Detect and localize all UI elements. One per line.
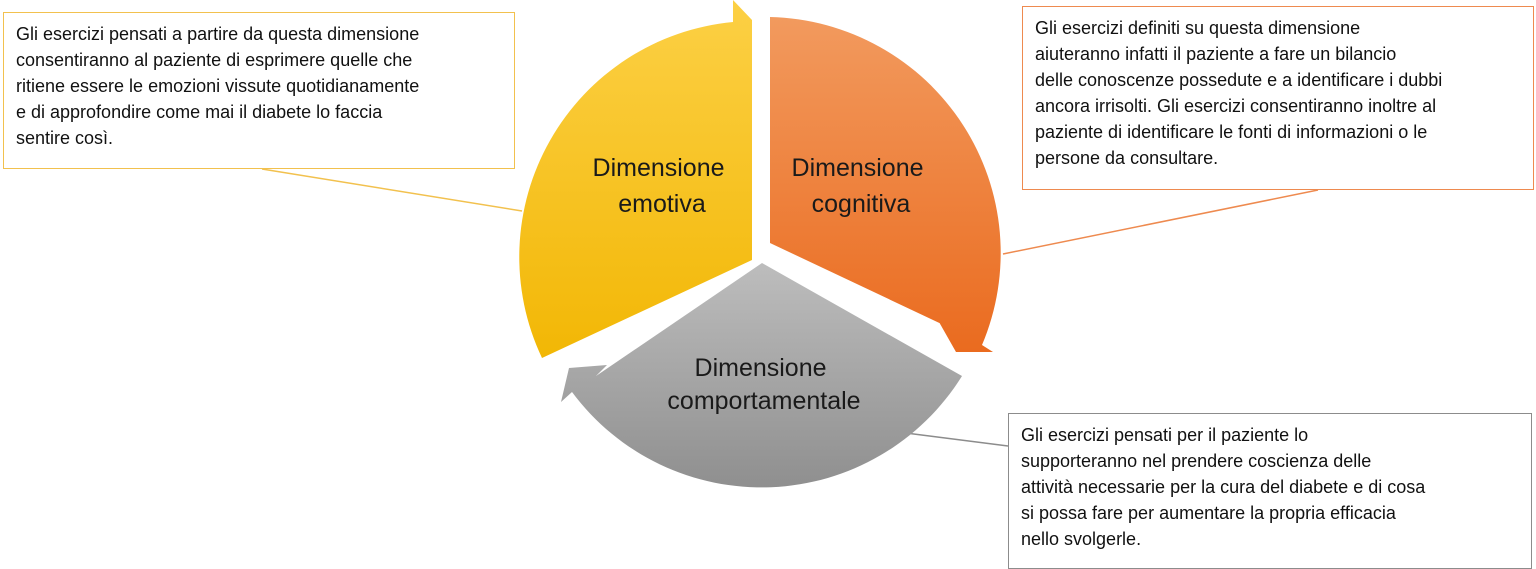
- label-emotive-line2: emotiva: [618, 190, 706, 218]
- label-behavioral-line1: Dimensione: [695, 354, 827, 382]
- label-emotive: Dimensione emotiva: [593, 154, 732, 218]
- segment-behavioral: [561, 263, 962, 488]
- callout-behavioral: Gli esercizi pensati per il paziente lo …: [1008, 413, 1532, 569]
- label-cognitive-line1: Dimensione: [792, 154, 924, 182]
- label-cognitive-line2: cognitiva: [812, 190, 911, 218]
- label-behavioral-line2: comportamentale: [667, 387, 860, 415]
- label-behavioral: Dimensione comportamentale: [667, 354, 860, 415]
- connector-cognitive: [1002, 189, 1319, 255]
- callout-emotive: Gli esercizi pensati a partire da questa…: [3, 12, 515, 169]
- segment-emotive: [519, 0, 752, 358]
- label-emotive-line1: Dimensione: [593, 154, 725, 182]
- segment-cognitive: [770, 17, 1001, 352]
- connector-behavioral: [897, 431, 1009, 447]
- callout-cognitive: Gli esercizi definiti su questa dimensio…: [1022, 6, 1534, 190]
- connector-emotive: [261, 168, 523, 212]
- label-cognitive: Dimensione cognitiva: [792, 154, 931, 218]
